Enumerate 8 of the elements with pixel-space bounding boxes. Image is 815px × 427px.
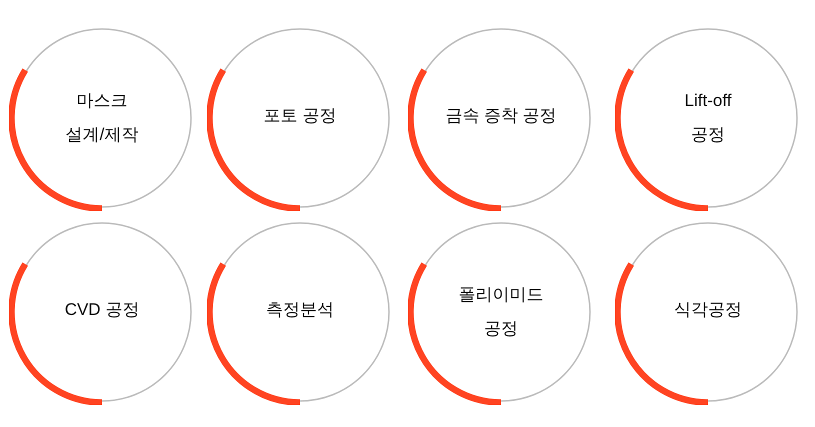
process-label: 폴리이미드 공정	[458, 284, 544, 340]
process-label: 측정분석	[265, 299, 335, 321]
process-label: 식각공정	[673, 299, 743, 321]
process-label: CVD 공정	[64, 299, 140, 321]
process-label: 마스크 설계/제작	[64, 90, 140, 146]
process-label: 포토 공정	[262, 105, 338, 127]
process-label: Lift-off 공정	[684, 90, 732, 146]
process-label: 금속 증착 공정	[444, 105, 558, 127]
